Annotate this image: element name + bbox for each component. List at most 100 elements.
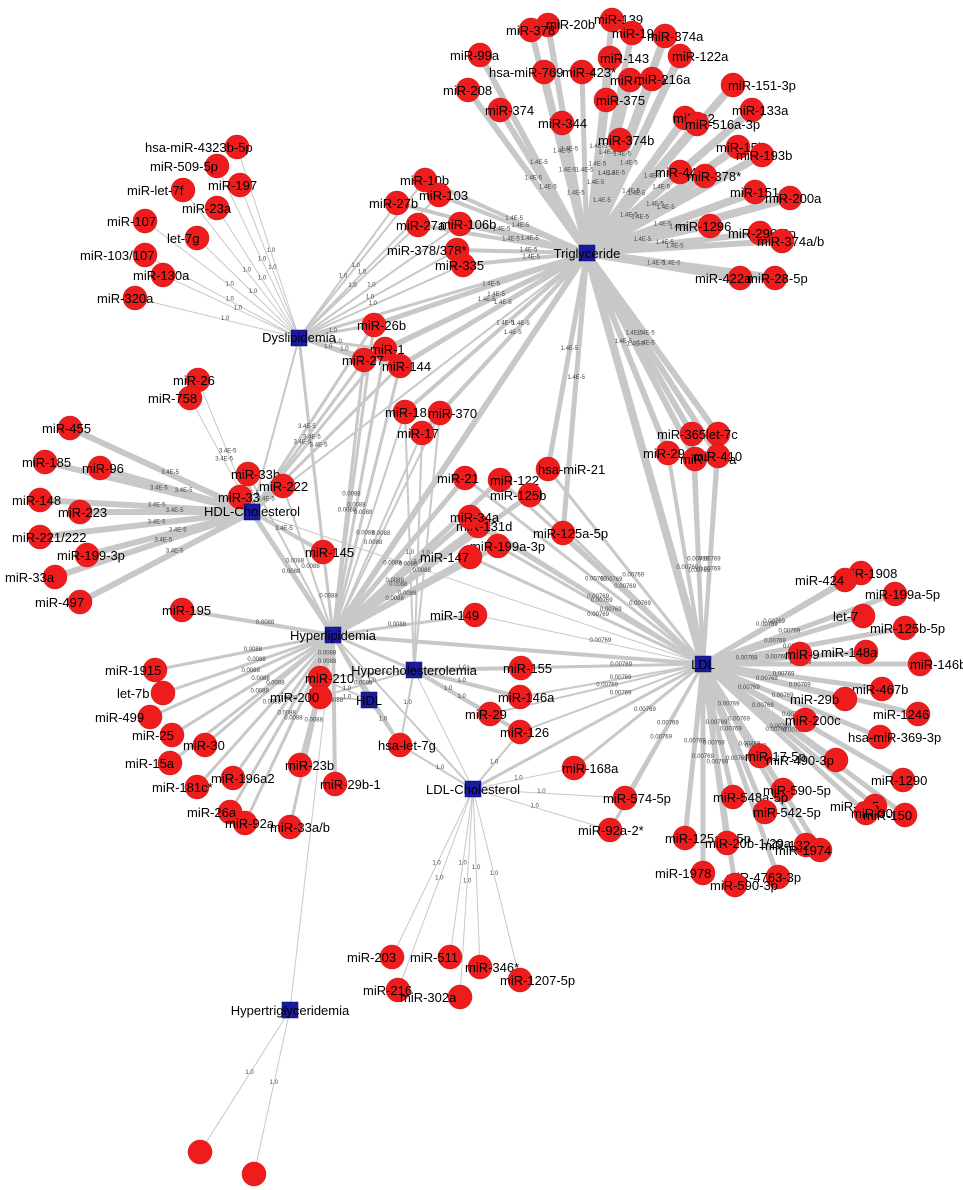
mirna-node-circle [769,228,795,254]
mirna-edge [331,613,477,637]
mirna-edge [397,250,590,369]
mirna-node: miR-17-5p [745,743,806,769]
edge-weight-label: 3.4E-5 [219,449,237,455]
mirna-edge [216,207,300,339]
mirna-edge [144,220,300,339]
hub-edge [251,337,300,513]
edge-weight-label: 3.4E-5 [275,526,293,532]
mirna-node-circle [387,353,413,379]
edge-weight-label: 3.4E-5 [294,440,312,446]
edge-weight-label: 1.4E-5 [647,260,665,266]
mirna-node-circle [384,190,410,216]
edge-weight-label: 1.4E-5 [521,236,539,242]
edge-weight-label: 1.4E-5 [512,223,530,229]
mirna-edge [700,661,908,818]
mirna-node: miR-365 [657,421,706,447]
mirna-node-circle [749,142,775,168]
edge-weight-label: 1.0 [268,265,277,271]
edge-weight-label: 1.0 [432,861,441,867]
mirna-node-label: miR-1246 [873,707,929,722]
mirna-edge [322,551,334,636]
mirna-edge [579,69,590,256]
edge-weight-label: 1.0 [367,283,376,289]
edge-weight-label: 0.00769 [738,685,760,691]
edge-weight-label: 0.0088 [388,622,407,628]
mirna-node-label: miR-1915 [105,663,161,678]
mirna-node: miR-33 [218,484,260,510]
mirna-node: miR-199-3p [57,542,125,568]
edge-weight-label: 0.0088 [251,676,270,682]
mirna-edge [584,238,785,256]
edge-weight-label: 1.4E-5 [598,171,616,177]
mirna-node: miR-1207-5p [500,967,575,993]
mirna-node-label: miR-195 [162,603,211,618]
mirna-edge [546,467,705,666]
edge-weight-label: 1.0 [334,339,343,345]
mirna-node-circle [307,684,333,710]
mirna-edge [231,633,335,780]
mirna-node-label: miR-516a-3p [685,117,760,132]
mirna-node-circle [882,581,908,607]
edge-weight-label: 1.4E-5 [631,214,649,220]
edge-weight-label: 0.00769 [692,754,714,760]
mirna-node-label: hsa-miR-4323b-5p [145,140,253,155]
mirna-node-circle [561,755,587,781]
mirna-node: miR-34a [450,504,500,530]
mirna-node-label: miR-497 [35,595,84,610]
mirna-node-label: hsa-let-7g [378,738,436,753]
mirna-node-circle [762,265,788,291]
hub-node-layer: TriglycerideDyslipidemiaHDL-CholesterolH… [204,244,715,1019]
mirna-node-label: miR-155 [503,661,552,676]
mirna-node-label: miR-15a [125,756,175,771]
mirna-node-circle [832,686,858,712]
mirna-node: miR-197 [208,172,257,198]
mirna-edge [666,451,705,666]
mirna-node: miR-499 [95,704,163,730]
mirna-node-label: hsa-miR-369-3p [848,730,941,745]
hub-node-label: HDL-Cholesterol [204,504,300,519]
mirna-edge [403,251,589,414]
mirna-edge [496,544,705,666]
hub-edge [413,669,474,790]
mirna-node-circle [310,539,336,565]
mirna-node-circle [27,524,53,550]
mirna-node-circle [655,440,681,466]
mirna-edge [399,669,415,746]
mirna-node: miR-151:9 [730,179,790,205]
mirna-node-circle [462,602,488,628]
edge-weight-label: 1.0 [537,789,546,795]
mirna-node: miR-208 [443,77,492,103]
mirna-node-circle [725,134,751,160]
mirna-node-label: miR-23b [285,758,334,773]
edge-weight-label: 0.00769 [738,741,760,747]
edge-weight-label: 0.0088 [399,561,418,567]
mirna-node-circle [787,641,813,667]
mirna-node-circle [507,967,533,993]
edge-weight-label: 1.0 [358,270,367,276]
mirna-node-circle [905,701,931,727]
mirna-node-label: miR-378 [506,23,555,38]
edge-weight-label: 0.0088 [372,531,391,537]
mirna-edge [371,250,590,328]
mirna-edge [468,555,705,666]
mirna-node-circle [457,504,483,530]
mirna-node-label: miR-107 [107,214,156,229]
edge-weight-label: 0.0088 [263,699,282,705]
mirna-edge [413,412,441,671]
mirna-node-label: miR-29 [465,707,507,722]
mirna-node-label: miR-26b [357,318,406,333]
mirna-node-circle [722,872,748,898]
mirna-edge [332,411,406,636]
mirna-node-label: miR-25 [132,728,174,743]
mirna-node: miR-15a [125,750,183,776]
mirna-node-label: miR-199-3p [57,548,125,563]
mirna-node-circle [853,639,879,665]
edge-weight-label: 1.4E-5 [656,240,674,246]
mirna-node: miR-448 [655,159,704,185]
mirna-node-circle [322,771,348,797]
edge-weight-label: 3.4E-5 [215,457,233,463]
mirna-node-circle [535,456,561,482]
mirna-node: miR-320a [97,285,154,311]
mirna-node: miR-126 [500,719,549,745]
hub-node-label: LDL [691,657,715,672]
